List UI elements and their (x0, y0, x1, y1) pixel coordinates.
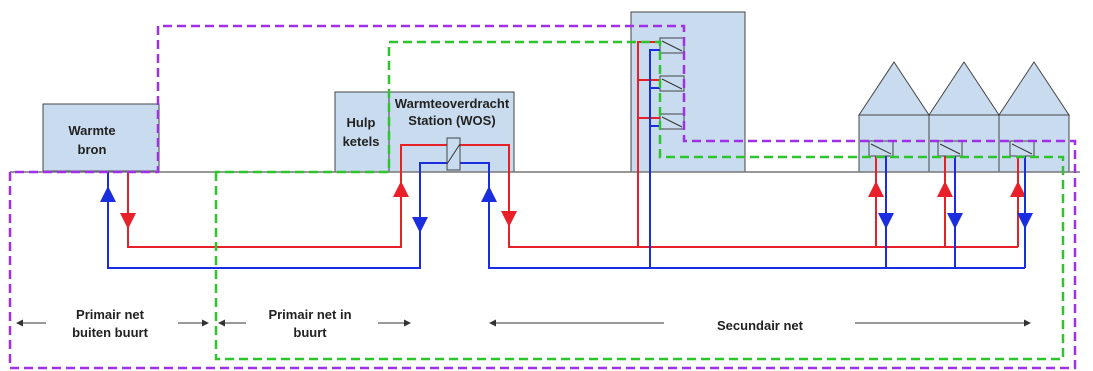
aux-boiler-label-line1: Hulp (347, 115, 376, 130)
house-3-exchanger-diagonal (1011, 143, 1033, 155)
primary-outside-label-line1: Primair net (76, 307, 145, 322)
return-pipes (100, 49, 1033, 269)
inner-network-boundary (214, 40, 1065, 361)
primary-return-pipe (107, 162, 447, 269)
wos-heat-exchanger-diagonal (446, 143, 461, 165)
apartment-supply-riser (637, 41, 660, 247)
secondary-supply-pipe (459, 144, 1018, 248)
primary-inside-label-line2: buurt (293, 325, 327, 340)
heat-source-label-line2: bron (78, 142, 107, 157)
apartment-return-riser (649, 49, 660, 268)
secondary-label: Secundair net (717, 318, 804, 333)
apartment-building (630, 11, 746, 173)
apartment-exchanger-2-diagonal (661, 78, 683, 90)
house-2-roof (928, 61, 1000, 116)
house-3-roof (998, 61, 1070, 116)
primary-inside-label-line1: Primair net in (268, 307, 351, 322)
secondary-return-pipe (459, 162, 1025, 269)
apartment-exchanger-1-diagonal (661, 40, 683, 52)
house-1-exchanger-diagonal (870, 143, 892, 155)
wos-label-line2: Station (WOS) (408, 113, 495, 128)
house-1-roof (858, 61, 930, 116)
outer-network-boundary (8, 24, 1077, 370)
supply-pipes (120, 41, 1026, 248)
apartment-exchanger-3-diagonal (661, 116, 683, 128)
aux-boiler-label-line2: ketels (343, 134, 380, 149)
heat-source-building (42, 103, 160, 172)
heat-source-label-line1: Warmte (68, 123, 115, 138)
primary-outside-label-line2: buiten buurt (72, 325, 148, 340)
wos-label-line1: Warmteoverdracht (395, 96, 510, 111)
house-2-exchanger-diagonal (939, 143, 961, 155)
aux-boiler-building (334, 91, 390, 173)
